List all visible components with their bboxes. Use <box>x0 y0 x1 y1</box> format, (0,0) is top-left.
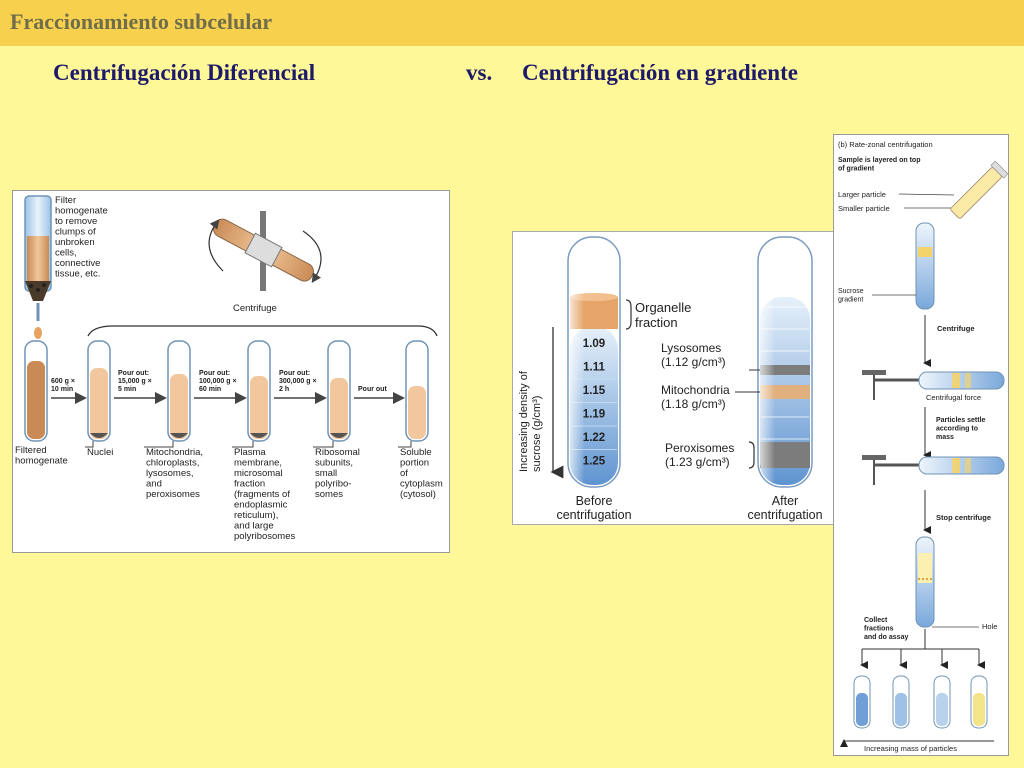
fraction-tube <box>853 675 871 729</box>
pellet-leader <box>144 441 174 448</box>
density-axis-label: Increasing density ofsucrose (g/cm³) <box>518 370 543 472</box>
density-gradient-diagram: Increasing density ofsucrose (g/cm³)1.09… <box>512 231 834 525</box>
stop-centrifuge-label: Stop centrifuge <box>936 513 991 522</box>
step-label: 600 g ×10 min <box>51 378 75 393</box>
hole-label: Hole <box>982 622 997 631</box>
pellet-leader <box>398 441 412 448</box>
pellet-leader <box>85 441 94 448</box>
pellet-leader <box>232 441 254 448</box>
density-content: Increasing density ofsucrose (g/cm³)1.09… <box>518 236 823 522</box>
centrifugal-force-label: Centrifugal force <box>926 393 981 402</box>
rate-zonal-title: (b) Rate-zonal centrifugation <box>838 140 933 149</box>
step-label: Pour out:15,000 g ×5 min <box>118 370 152 393</box>
fraction-tube <box>892 675 910 729</box>
diff-tube <box>327 340 351 442</box>
density-diagram-svg: Increasing density ofsucrose (g/cm³)1.09… <box>518 236 823 522</box>
increasing-mass-label: Increasing mass of particles <box>864 744 957 753</box>
centrifuge-rotor <box>208 211 322 291</box>
diff-tube <box>405 340 429 442</box>
filter-tube <box>24 195 52 339</box>
diff-tube <box>167 340 191 442</box>
diff-tube <box>24 340 48 442</box>
horizontal-tube-spinning <box>862 370 1005 400</box>
larger-particle-label: Larger particle <box>838 190 886 199</box>
sucrose-tube <box>915 222 935 310</box>
fraction-tube <box>970 675 988 729</box>
page-title: Fraccionamiento subcelular <box>10 9 273 34</box>
step-label: Pour out:100,000 g ×60 min <box>199 370 237 393</box>
peroxisomes-label: Peroxisomes(1.23 g/cm³) <box>665 441 734 469</box>
lysosomes-label: Lysosomes(1.12 g/cm³) <box>661 341 726 369</box>
diff-tube <box>247 340 271 442</box>
title-bar: Fraccionamiento subcelular <box>0 0 1024 46</box>
diff-tube <box>87 340 111 442</box>
step-label: Pour out <box>358 386 387 393</box>
pellet-label: Nuclei <box>87 447 113 458</box>
subtitle-gradient: Centrifugación en gradiente <box>522 60 798 85</box>
fraction-tube <box>933 675 951 729</box>
centrifuge-brace <box>87 325 438 337</box>
subtitle-vs: vs. <box>466 60 493 85</box>
pellet-leader <box>313 441 334 448</box>
step-label: Pour out:300,000 g ×2 h <box>279 370 317 393</box>
centrifuge-label: Centrifuge <box>233 303 277 314</box>
pipette <box>950 160 1008 219</box>
horizontal-tube-settled <box>862 455 1005 485</box>
subtitle-differential: Centrifugación Diferencial <box>53 60 316 85</box>
centrifuge-step-label: Centrifuge <box>937 324 975 333</box>
centrifuge-tubes <box>24 340 429 442</box>
smaller-particle-label: Smaller particle <box>838 204 890 213</box>
mitochondria-label: Mitochondria(1.18 g/cm³) <box>661 383 730 411</box>
